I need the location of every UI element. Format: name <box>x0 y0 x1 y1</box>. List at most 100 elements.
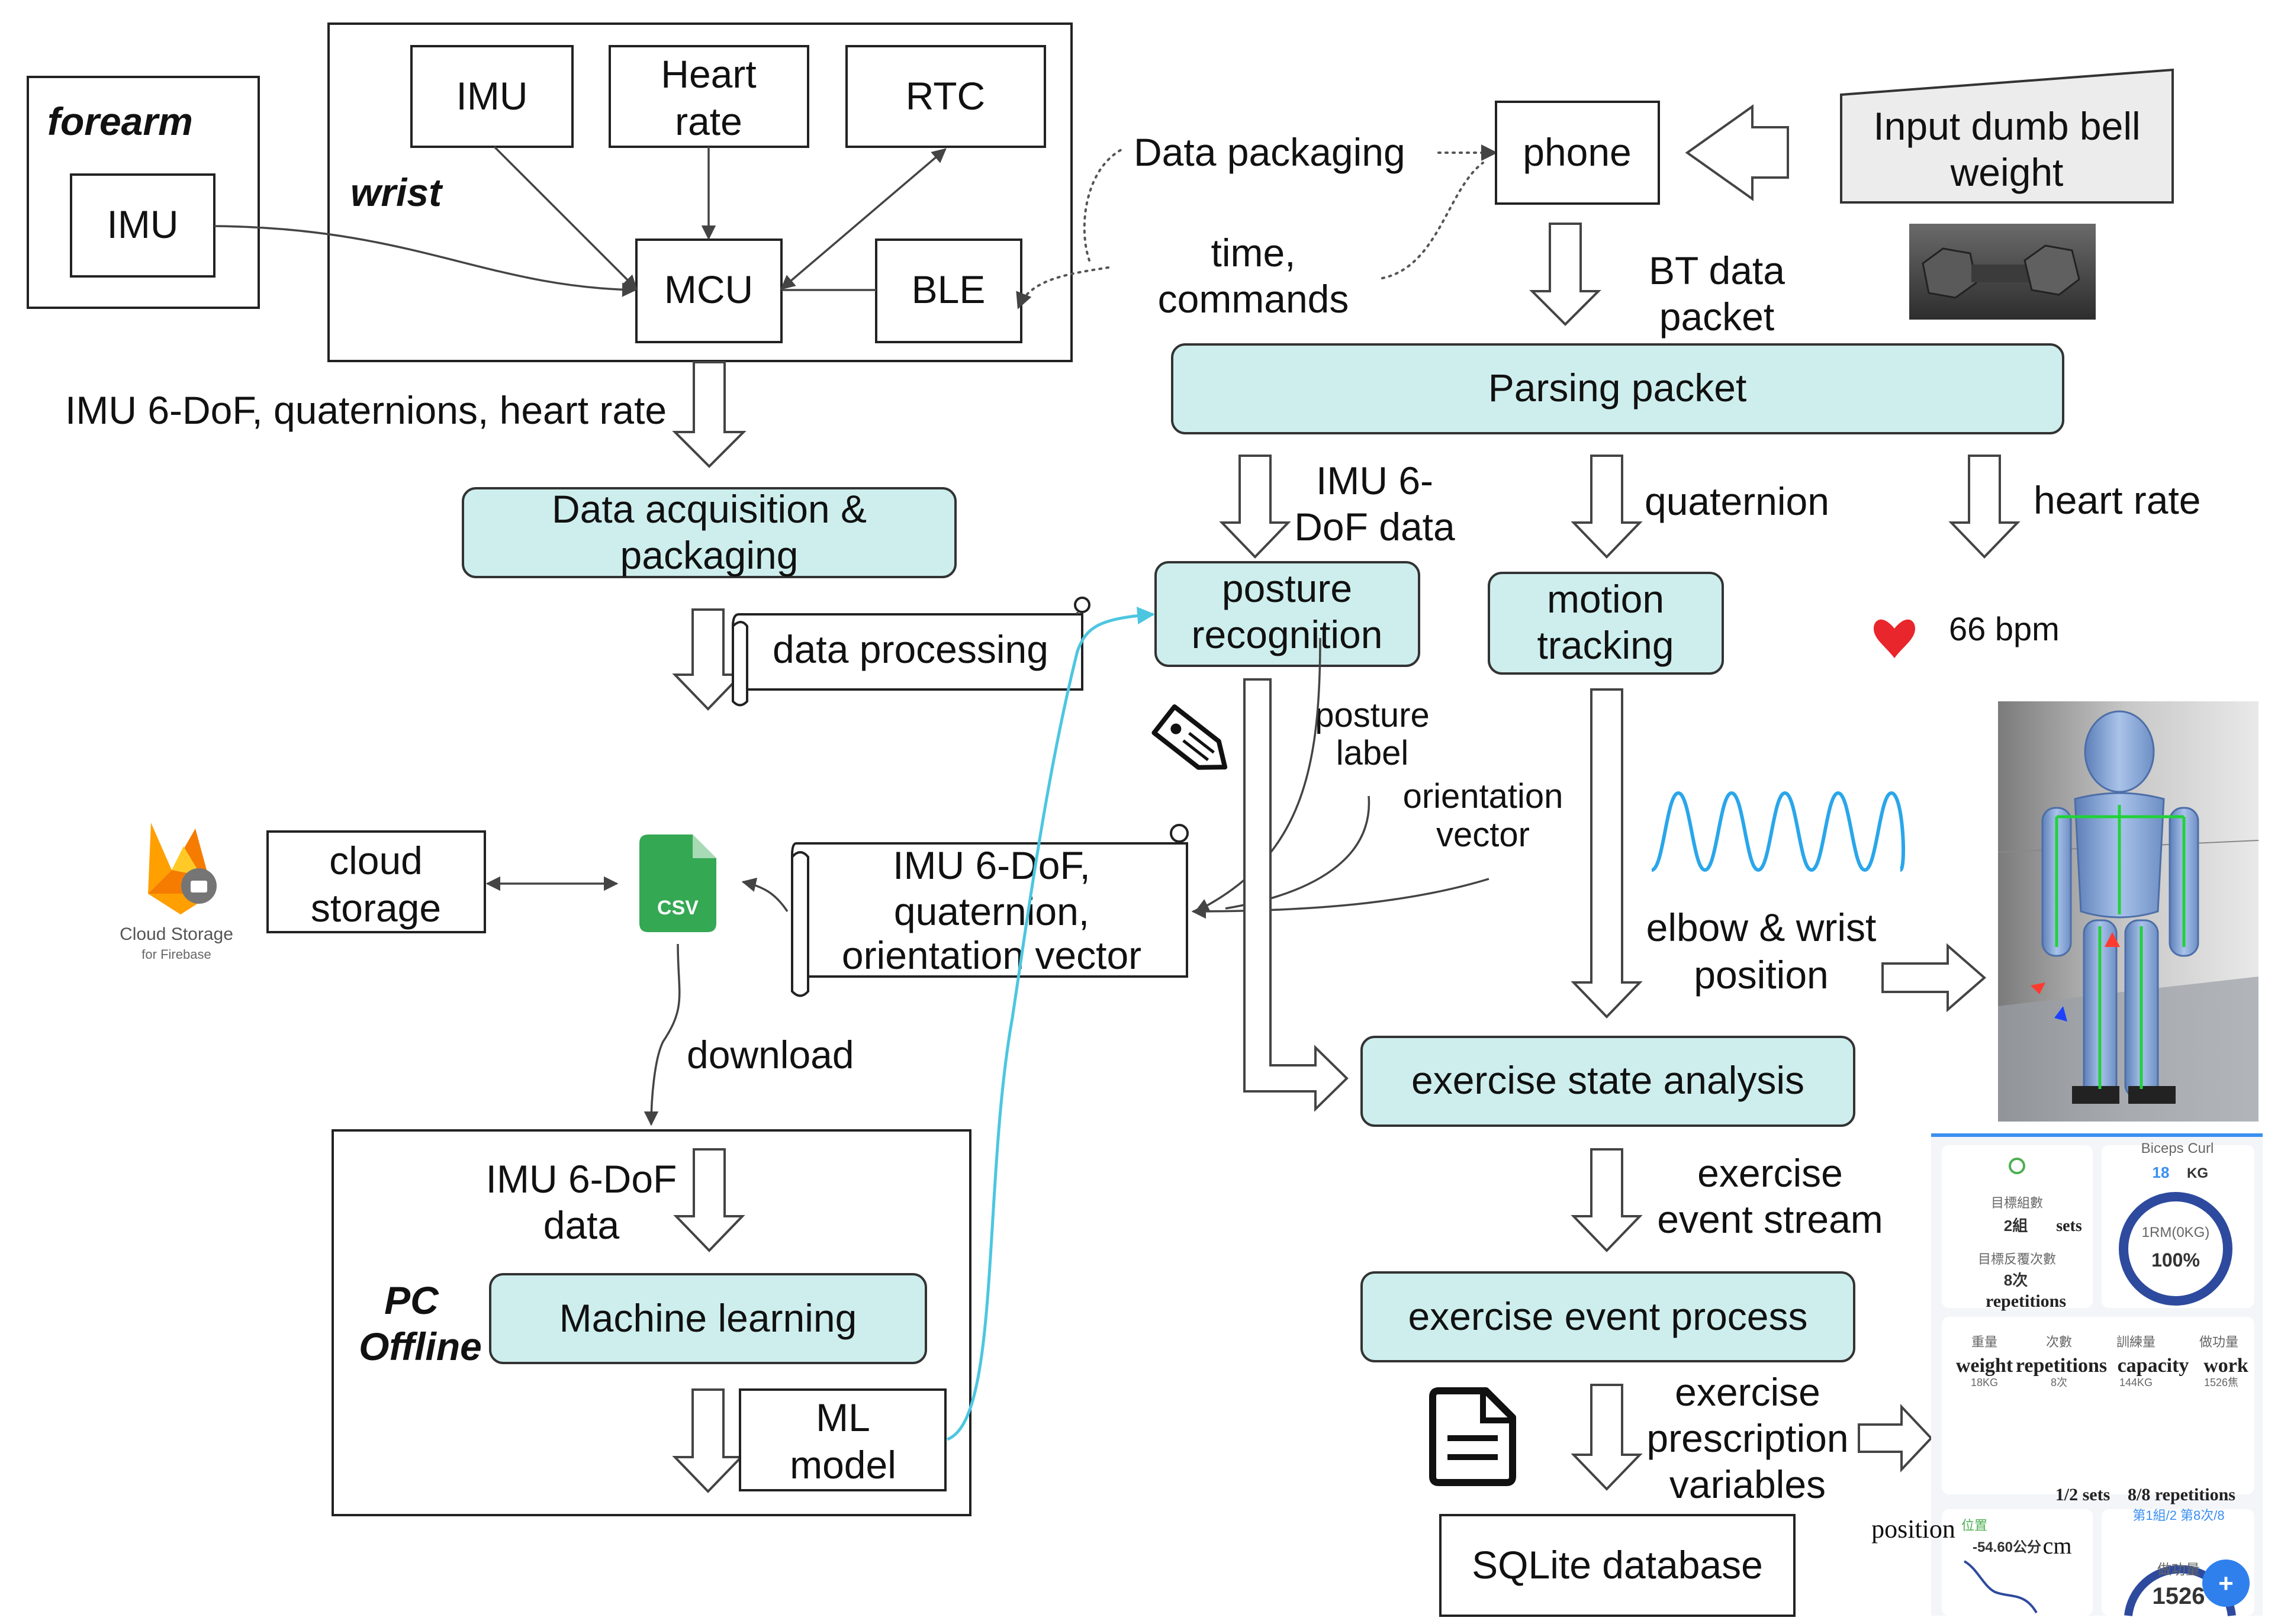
app-stat-cn-0: 重量 <box>1971 1335 1997 1349</box>
tag-icon <box>1151 704 1228 770</box>
weight-to-phone-hollow-arrow <box>1685 104 1789 201</box>
parsing-packet-label: Parsing packet <box>1488 366 1747 410</box>
bpm-label: 66 bpm <box>1949 610 2060 647</box>
app-progress-cn: 第1組/2 第8次/8 <box>2132 1508 2224 1523</box>
app-add-button[interactable] <box>2202 1559 2250 1607</box>
posture-label-text-2: label <box>1336 734 1409 772</box>
app-weight-unit: KG <box>2187 1165 2208 1181</box>
scroll-to-csv-arrow <box>741 877 789 912</box>
posture-recognition-label-1: posture <box>1222 566 1352 610</box>
ble-label: BLE <box>912 268 986 311</box>
pc-imu-data-label-2: data <box>543 1203 620 1247</box>
app-target-sets-cn: 目標組數 <box>1991 1196 2043 1210</box>
orientation-vector-text-1: orientation <box>1403 777 1563 816</box>
csv-label: CSV <box>657 897 699 919</box>
acq-to-processing-hollow-arrow <box>672 608 744 711</box>
dumbbell-photo <box>1909 224 2096 320</box>
app-stat-1: repetitions <box>2016 1355 2107 1377</box>
app-target-reps-cn: 目標反覆次數 <box>1978 1252 2056 1267</box>
exercise-event-process-node <box>1360 1271 1855 1362</box>
sqlite-database-label: SQLite database <box>1472 1543 1763 1587</box>
prescription-label-3: variables <box>1669 1462 1826 1506</box>
app-work-cn: 做功量 <box>2157 1562 2200 1578</box>
posture-label-to-scroll-line <box>1194 637 1321 913</box>
exercise-event-stream-label-1: exercise <box>1697 1151 1843 1195</box>
machine-learning-node <box>489 1273 927 1364</box>
app-stat-0: weight <box>1956 1355 2013 1377</box>
motion-tracking-label-2: tracking <box>1537 623 1674 667</box>
exercise-event-process-label: exercise event process <box>1408 1294 1808 1338</box>
offline-label: Offline <box>359 1325 482 1368</box>
motion-tracking-node <box>1488 572 1724 675</box>
imu-scroll-label-2: quaternion, <box>894 890 1089 933</box>
wrist-label: wrist <box>350 170 443 214</box>
parsing-to-heart-hollow-arrow <box>1948 455 2021 559</box>
mcu-rtc-arrow <box>780 148 947 290</box>
app-stat-cn-2: 訓練量 <box>2116 1335 2155 1349</box>
bt-data-label: BT data <box>1649 249 1785 292</box>
input-weight-label-2: weight <box>1950 150 2064 194</box>
orientation-vector-text-2: vector <box>1436 816 1530 854</box>
app-ring-label: 1RM(0KG) <box>2142 1225 2210 1240</box>
time-commands-dotted-link-b <box>1381 162 1484 279</box>
data-acquisition-label-2: packaging <box>620 533 799 577</box>
app-stat-value-2: 144KG <box>2119 1377 2153 1388</box>
parsing-to-posture-hollow-arrow <box>1219 455 1291 559</box>
app-add-icon: + <box>2218 1569 2234 1598</box>
input-weight-node <box>1840 68 2174 204</box>
position-to-avatar-hollow-arrow <box>1881 943 1987 1013</box>
state-to-event-hollow-arrow <box>1571 1148 1643 1252</box>
imu-6dof-label-1: IMU 6- <box>1316 459 1433 502</box>
motion-wave-icon <box>1651 791 1905 872</box>
posture-recognition-node <box>1154 561 1420 667</box>
pc-data-to-ml-hollow-arrow <box>673 1148 745 1252</box>
app-stat-cn-1: 次數 <box>2046 1335 2072 1349</box>
rtc-label: RTC <box>906 74 985 118</box>
app-stat-cn-3: 做功量 <box>2199 1335 2238 1349</box>
forearm-label: forearm <box>47 99 193 143</box>
avatar-3d-render <box>1997 701 2259 1122</box>
app-stat-value-0: 18KG <box>1971 1377 1998 1388</box>
posture-label-text-1: posture <box>1315 696 1429 734</box>
cloud-storage-node <box>266 830 486 933</box>
imu-6dof-label-2: DoF data <box>1294 505 1455 549</box>
heart-icon <box>1874 619 1915 658</box>
mcu-node <box>635 239 783 343</box>
elbow-wrist-label-2: position <box>1694 953 1829 997</box>
forearm-imu-to-mcu-arrow <box>214 225 637 297</box>
parsing-packet-node <box>1171 343 2064 434</box>
wrist-to-acq-hollow-arrow <box>672 361 747 468</box>
wrist-imu-label: IMU <box>456 74 528 118</box>
app-screen-panel: 目標組數 2組 sets 目標反覆次數 8次 repetitions Bicep… <box>1931 1133 2263 1616</box>
imu-scroll-label-1: IMU 6-DoF, <box>893 843 1090 887</box>
data-acquisition-label-1: Data acquisition & <box>552 487 867 531</box>
prescription-label-1: exercise <box>1675 1370 1820 1414</box>
firebase-cloud-storage-logo: Cloud Storage for Firebase <box>120 823 233 962</box>
app-target-reps: 8次 <box>2004 1271 2028 1289</box>
app-stat-value-1: 8次 <box>2051 1377 2067 1388</box>
parsing-to-motion-hollow-arrow <box>1571 455 1643 559</box>
motion-to-state-hollow-arrow <box>1571 688 1643 1019</box>
quaternion-label: quaternion <box>1645 479 1829 523</box>
input-weight-label-1: Input dumb bell <box>1873 104 2140 148</box>
ml-to-model-hollow-arrow <box>672 1388 744 1493</box>
time-label: time, <box>1211 231 1295 275</box>
csv-file-icon: CSV <box>639 834 716 932</box>
cloud-storage-label-1: cloud <box>329 839 423 882</box>
heart-rate-sensor-label-1: Heart <box>661 52 756 96</box>
app-position-unit: cm <box>2043 1532 2072 1559</box>
phone-to-parsing-hollow-arrow <box>1529 223 1601 326</box>
document-icon <box>1429 1387 1516 1486</box>
app-weight-value: 18 <box>2153 1164 2170 1181</box>
heart-rate-label: heart rate <box>2034 478 2201 522</box>
commands-label: commands <box>1158 277 1349 321</box>
imu-data-scroll <box>791 824 1189 997</box>
mcu-label: MCU <box>664 268 753 311</box>
imu-to-mcu-arrow <box>493 146 638 290</box>
wrist-imu-node <box>410 45 574 148</box>
packet-label: packet <box>1659 295 1774 339</box>
firebase-subtitle: for Firebase <box>141 947 211 962</box>
event-to-db-hollow-arrow <box>1571 1384 1643 1491</box>
app-progress-ring <box>2119 1192 2232 1306</box>
exercise-state-analysis-node <box>1360 1036 1855 1127</box>
